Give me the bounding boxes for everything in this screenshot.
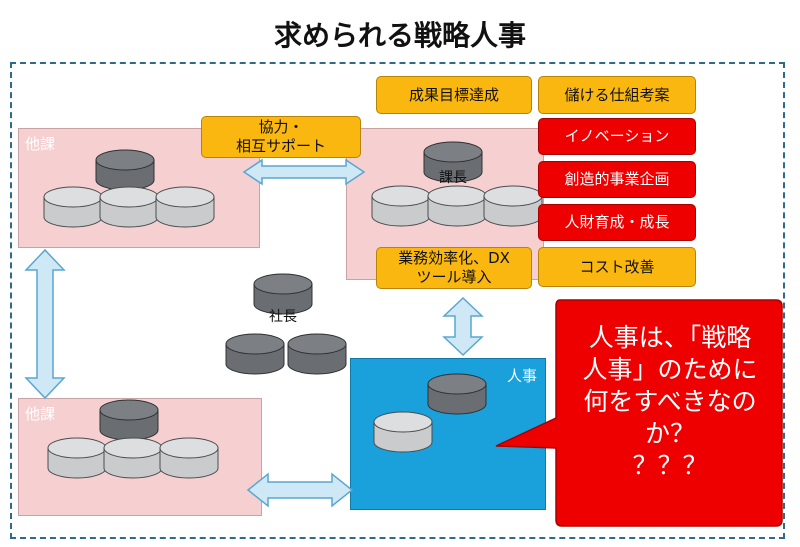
- drum-leader-bottom-left: [99, 399, 159, 441]
- drum-hr-leader: [427, 373, 487, 415]
- label-section-chief: 課長: [439, 170, 467, 186]
- drum-member-bottom-left-1: [47, 437, 107, 479]
- drum-member-section-2: [427, 185, 487, 227]
- tag-efficiency-line-2: ツール導入: [416, 268, 492, 286]
- drum-member-bottom-left-2: [103, 437, 163, 479]
- tag-talent-development: 人財育成・成長: [538, 204, 696, 241]
- drum-member-top-left-1: [43, 186, 103, 228]
- callout-line-1: 人事は、「戦略: [589, 323, 752, 352]
- organization-frame: [10, 62, 785, 539]
- zone-label-other-dept-top: 他課: [25, 135, 56, 153]
- arrow-left-vertical: [24, 248, 66, 400]
- callout-line-2: 人事」のために: [582, 355, 757, 384]
- callout-bubble: [495, 299, 783, 527]
- page-title: 求められる戦略人事: [273, 19, 526, 52]
- drum-member-section-1: [371, 185, 431, 227]
- tag-profit-mechanism: 儲ける仕組考案: [538, 76, 696, 114]
- drum-leader-top-left: [95, 149, 155, 191]
- drum-member-top-left-2: [99, 186, 159, 228]
- label-president: 社長: [269, 309, 297, 325]
- tag-cooperation-line-1: 協力・: [258, 118, 304, 137]
- callout-line-3: 何をすべきなの: [583, 387, 756, 416]
- drum-member-top-left-3: [155, 186, 215, 228]
- tag-innovation: イノベーション: [538, 118, 696, 155]
- drum-member-section-3: [483, 185, 543, 227]
- tag-creative-planning: 創造的事業企画: [538, 161, 696, 198]
- zone-label-hr: 人事: [506, 367, 537, 385]
- tag-efficiency-line-1: 業務効率化、DX: [398, 249, 510, 268]
- drum-president: [253, 273, 313, 315]
- tag-goal-achievement: 成果目標達成: [376, 76, 532, 114]
- callout-line-4: か？: [645, 419, 695, 448]
- drum-executive-2: [287, 333, 347, 375]
- arrow-top-horizontal: [242, 158, 366, 186]
- tag-cost-improvement: コスト改善: [538, 247, 696, 287]
- tag-cooperation: 協力・ 相互サポート: [201, 116, 361, 158]
- tag-efficiency-dx: 業務効率化、DX ツール導入: [376, 247, 532, 289]
- drum-executive-1: [225, 333, 285, 375]
- arrow-bottom-horizontal: [246, 472, 354, 508]
- drum-member-bottom-left-3: [159, 437, 219, 479]
- callout-line-5: ？？？: [632, 451, 707, 480]
- arrow-center-vertical: [442, 296, 484, 357]
- tag-cooperation-line-2: 相互サポート: [235, 137, 326, 155]
- zone-label-other-dept-bottom: 他課: [25, 405, 56, 423]
- drum-hr-member: [373, 411, 433, 453]
